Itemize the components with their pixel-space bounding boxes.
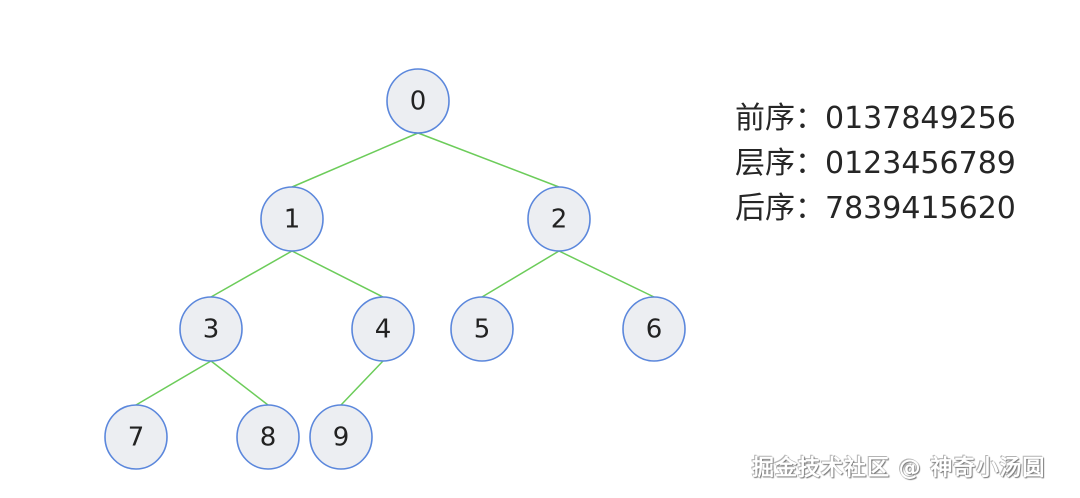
tree-edge-1-4 [291,250,384,298]
node-circle [260,186,324,252]
preorder-label: 前序： [735,101,825,136]
node-label: 0 [410,87,427,117]
tree-edge-2-6 [558,250,655,298]
node-circle [450,296,514,362]
levelorder-label: 层序： [735,146,825,181]
watermark: 掘金技术社区 @ 神奇小汤圆 [752,456,1046,481]
node-label: 7 [128,423,145,453]
postorder-value: 7839415620 [825,191,1016,226]
node-circle [351,296,415,362]
tree-node-0: 0 [386,68,450,134]
node-circle [179,296,243,362]
node-label: 9 [333,423,350,453]
node-circle [622,296,686,362]
levelorder-row: 层序：0123456789 [735,141,1016,186]
tree-node-6: 6 [622,296,686,362]
postorder-label: 后序： [735,191,825,226]
tree-node-2: 2 [527,186,591,252]
levelorder-value: 0123456789 [825,146,1016,181]
tree-node-4: 4 [351,296,415,362]
tree-node-7: 7 [104,404,168,470]
node-label: 3 [203,315,220,345]
preorder-row: 前序：0137849256 [735,96,1016,141]
tree-node-9: 9 [309,404,373,470]
node-circle [104,404,168,470]
postorder-row: 后序：7839415620 [735,186,1016,231]
tree-node-5: 5 [450,296,514,362]
tree-node-1: 1 [260,186,324,252]
traversal-results: 前序：0137849256 层序：0123456789 后序：783941562… [735,96,1016,231]
node-label: 5 [474,315,491,345]
tree-edge-3-7 [135,360,212,406]
tree-edge-4-9 [340,360,384,406]
tree-edge-2-5 [481,250,560,298]
node-circle [309,404,373,470]
node-label: 4 [375,315,392,345]
node-circle [527,186,591,252]
tree-edges [135,132,655,406]
node-label: 2 [551,205,568,235]
preorder-value: 0137849256 [825,101,1016,136]
node-label: 8 [260,423,277,453]
node-label: 1 [284,205,301,235]
tree-nodes: 0 1 2 3 4 5 6 7 8 9 [104,68,686,470]
node-circle [386,68,450,134]
tree-node-3: 3 [179,296,243,362]
tree-edge-0-1 [291,132,419,188]
tree-node-8: 8 [236,404,300,470]
node-circle [236,404,300,470]
tree-edge-3-8 [210,360,269,406]
tree-edge-1-3 [210,250,293,298]
tree-edge-0-2 [417,132,560,188]
node-label: 6 [646,315,663,345]
